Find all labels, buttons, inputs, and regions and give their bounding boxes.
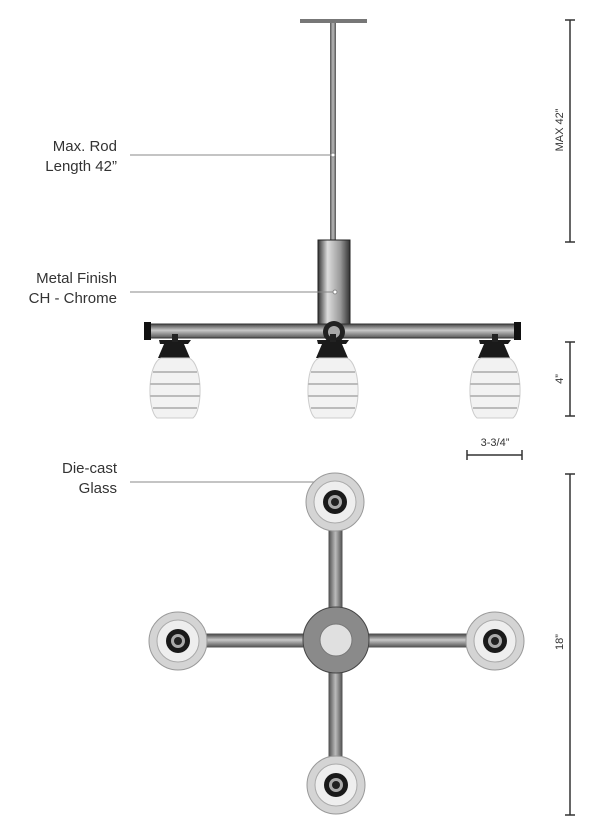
dim-rod-height: MAX 42” [554, 108, 566, 151]
fixture-body [317, 239, 351, 331]
callout-glass-line2: Glass [78, 480, 117, 497]
callout-rod: Max. Rod Length 42” [45, 137, 117, 177]
shade-left [148, 333, 202, 419]
dim-shade-height: 4” [554, 374, 566, 384]
callout-glass: Die-cast Glass [62, 459, 117, 499]
dim-shade-width: 3-3/4” [481, 437, 510, 449]
shade-top-east [465, 611, 525, 671]
callout-rod-line2: Length 42” [45, 158, 117, 175]
callout-finish-line2: CH - Chrome [28, 290, 117, 307]
top-view [148, 472, 525, 815]
shade-center [306, 333, 360, 419]
dimension-lines [466, 19, 575, 816]
shade-top-south [306, 755, 366, 815]
shade-top-north [305, 472, 365, 532]
arm-end-left [144, 322, 151, 340]
shade-right [468, 333, 522, 419]
arm-end-right [514, 322, 521, 340]
callout-finish: Metal Finish CH - Chrome [29, 269, 117, 309]
callout-rod-line1: Max. Rod [52, 138, 117, 155]
callout-glass-line1: Die-cast [61, 460, 117, 477]
callout-finish-line1: Metal Finish [36, 270, 117, 287]
side-view [144, 19, 522, 419]
dim-fixture-width: 18” [554, 634, 566, 650]
shade-top-west [148, 611, 208, 671]
down-rod [330, 23, 336, 241]
leader-lines [130, 154, 335, 483]
canopy-plate [300, 19, 367, 23]
